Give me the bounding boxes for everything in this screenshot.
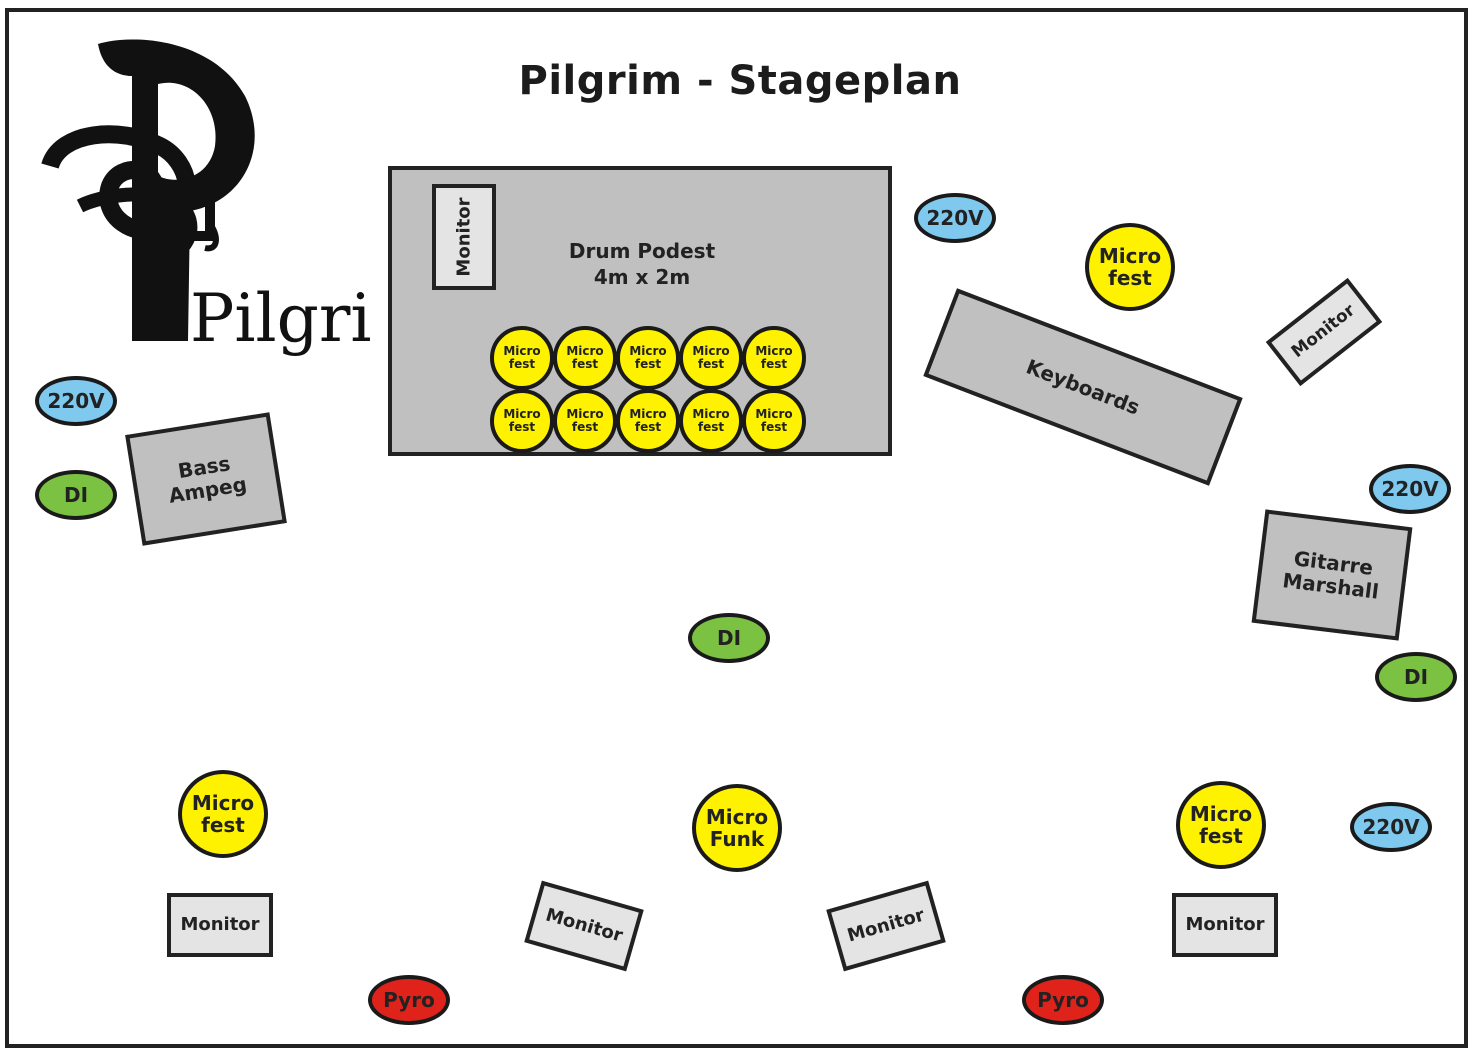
pyro-label: Pyro: [1037, 988, 1089, 1012]
drum-mic-line2: fest: [634, 420, 662, 434]
power-label: 220V: [47, 389, 105, 413]
drum-mic-line2: fest: [508, 357, 536, 371]
di-box-guitar: DI: [1375, 652, 1457, 702]
di-box-bass: DI: [35, 470, 117, 520]
power-outlet-front-right: 220V: [1350, 802, 1432, 852]
di-label: DI: [716, 626, 742, 650]
front-mic-right-line1: Micro: [1189, 802, 1253, 826]
logo-text: Pilgrim: [190, 280, 370, 356]
keyboard-mic-line2: fest: [1108, 266, 1152, 290]
front-mic-center: Micro Funk: [692, 784, 782, 872]
pilgrim-logo: Pilgrim: [41, 39, 370, 356]
guitar-amp: Gitarre Marshall: [1251, 509, 1413, 641]
di-label: DI: [1403, 665, 1429, 689]
front-monitor-label: Monitor: [543, 904, 626, 947]
pyro-right: Pyro: [1022, 975, 1104, 1025]
power-outlet-guitar: 220V: [1369, 464, 1451, 514]
drum-mic-line1: Micro: [629, 406, 667, 421]
front-mic-left-line1: Micro: [191, 791, 255, 815]
bass-amp: Bass Ampeg: [125, 412, 287, 546]
keyboards-label: Keyboards: [1023, 353, 1144, 420]
drum-monitor-label: Monitor: [453, 197, 475, 277]
power-outlet-bass: 220V: [35, 376, 117, 426]
drum-mic-line1: Micro: [692, 406, 730, 421]
front-mic-center-line2: Funk: [709, 827, 765, 851]
front-monitor-label: Monitor: [180, 913, 260, 935]
front-mic-right: Micro fest: [1176, 781, 1266, 869]
front-monitor-1: Monitor: [167, 893, 273, 957]
front-mic-right-line2: fest: [1199, 824, 1243, 848]
drum-riser-label: Drum Podest 4m x 2m: [532, 238, 752, 290]
drum-mic-line1: Micro: [566, 343, 604, 358]
drum-mic-line2: fest: [571, 420, 599, 434]
drum-mic-line2: fest: [760, 420, 788, 434]
drum-riser-label-line2: 4m x 2m: [593, 265, 691, 289]
drum-mic-line2: fest: [760, 357, 788, 371]
drum-mic-line1: Micro: [755, 406, 793, 421]
drum-monitor: Monitor: [432, 184, 496, 290]
pyro-left: Pyro: [368, 975, 450, 1025]
drum-mic-line2: fest: [697, 420, 725, 434]
front-monitor-label: Monitor: [844, 904, 927, 947]
drum-mic-line2: fest: [634, 357, 662, 371]
front-mic-left-line2: fest: [201, 813, 245, 837]
drum-mic-line2: fest: [508, 420, 536, 434]
front-mic-left: Micro fest: [178, 770, 268, 858]
drum-mic-line2: fest: [571, 357, 599, 371]
page-title: Pilgrim - Stageplan: [518, 58, 962, 104]
keyboard-mic: Micro fest: [1085, 223, 1175, 311]
power-label: 220V: [1362, 815, 1420, 839]
di-label: DI: [63, 483, 89, 507]
drum-mic-line1: Micro: [629, 343, 667, 358]
drum-mic-line1: Micro: [503, 406, 541, 421]
pyro-label: Pyro: [383, 988, 435, 1012]
front-monitor-label: Monitor: [1185, 913, 1265, 935]
drum-mic-line1: Micro: [566, 406, 604, 421]
drum-mic-line1: Micro: [503, 343, 541, 358]
drum-mic-line1: Micro: [692, 343, 730, 358]
power-label: 220V: [926, 206, 984, 230]
drum-riser-label-line1: Drum Podest: [568, 239, 716, 263]
keyboard-mic-line1: Micro: [1098, 244, 1162, 268]
power-outlet-drum: 220V: [914, 193, 996, 243]
front-mic-center-line1: Micro: [705, 805, 769, 829]
front-monitor-4: Monitor: [1172, 893, 1278, 957]
drum-mic-line1: Micro: [755, 343, 793, 358]
di-box-center: DI: [688, 613, 770, 663]
drum-mic-line2: fest: [697, 357, 725, 371]
power-label: 220V: [1381, 477, 1439, 501]
